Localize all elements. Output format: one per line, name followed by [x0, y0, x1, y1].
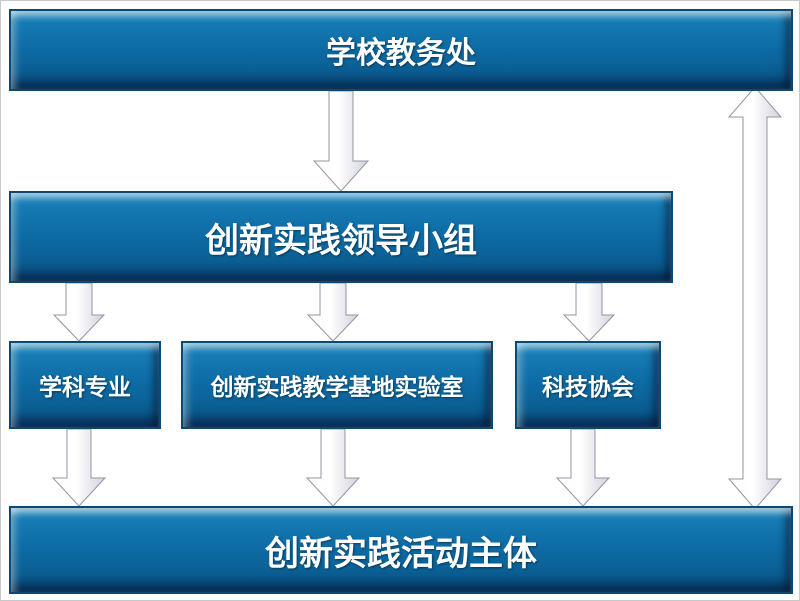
arrow-leadership-to-discipline [52, 282, 106, 342]
node-academic-affairs-office-label: 学校教务处 [326, 37, 476, 70]
node-academic-affairs-office: 学校教务处 [9, 9, 793, 91]
node-innovation-practice-activity-subject: 创新实践活动主体 [9, 506, 793, 594]
node-innovation-practice-leadership-group: 创新实践领导小组 [9, 191, 673, 283]
arrow-double-top-to-bottom [727, 86, 783, 510]
node-innovation-practice-leadership-group-label: 创新实践领导小组 [205, 221, 477, 260]
arrow-discipline-to-bottom [51, 428, 107, 507]
arrow-lab-to-bottom [305, 428, 361, 507]
node-discipline-major: 学科专业 [9, 341, 161, 429]
arrow-leadership-to-association [562, 282, 616, 342]
node-science-technology-association-label: 科技协会 [542, 374, 634, 400]
node-innovation-practice-activity-subject-label: 创新实践活动主体 [265, 534, 537, 573]
arrow-top-to-leadership [312, 90, 370, 192]
node-innovation-practice-teaching-base-lab-label: 创新实践教学基地实验室 [210, 374, 464, 400]
node-innovation-practice-teaching-base-lab: 创新实践教学基地实验室 [181, 341, 493, 429]
arrow-leadership-to-lab [306, 282, 360, 342]
node-discipline-major-label: 学科专业 [39, 374, 131, 400]
arrow-association-to-bottom [555, 428, 611, 507]
node-science-technology-association: 科技协会 [515, 341, 661, 429]
